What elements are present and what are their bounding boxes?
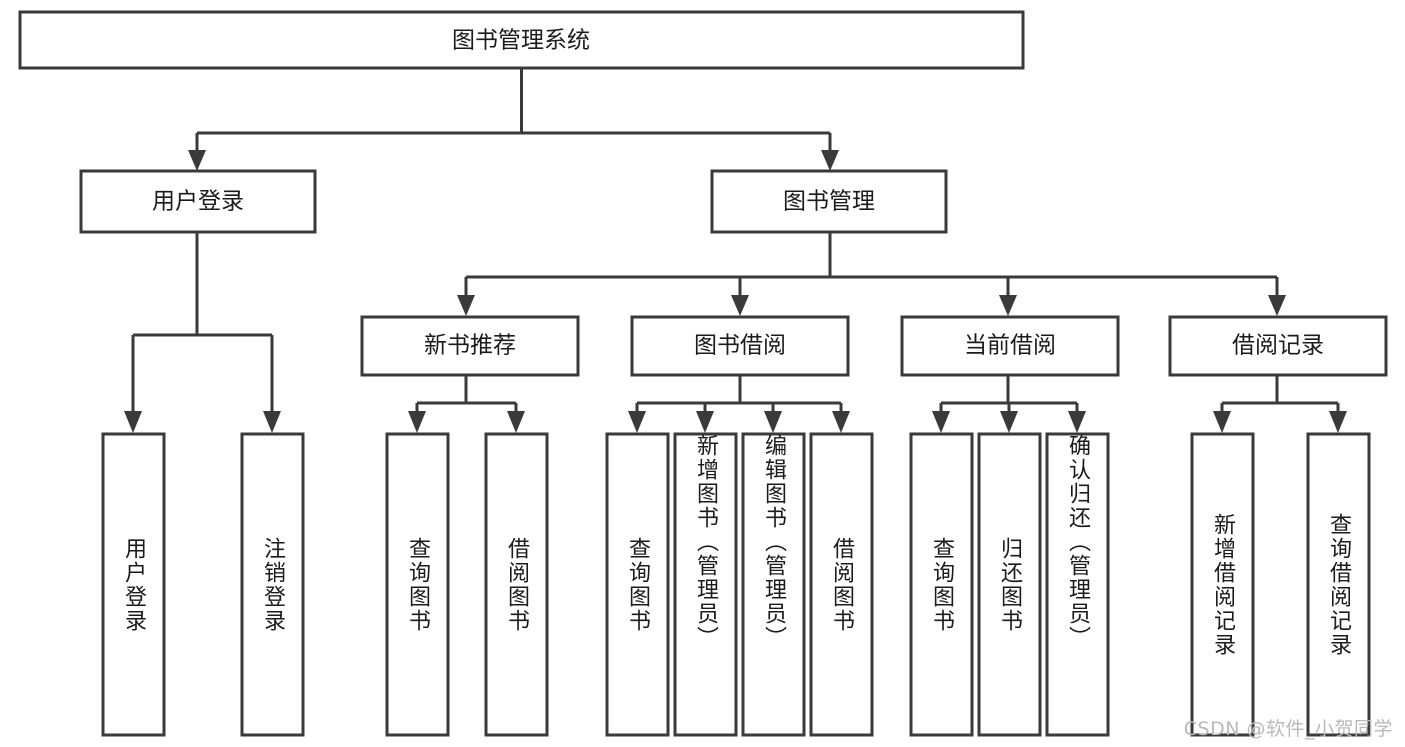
- leaf-query-book-1-box[interactable]: [385, 432, 450, 737]
- arrowhead-br-leaf1: [1213, 411, 1231, 433]
- leaf-logout-box[interactable]: [240, 432, 305, 737]
- node-user-login-label: 用户登录: [152, 189, 244, 215]
- arrowhead-leaf-user-login: [124, 411, 142, 433]
- arrowhead-cb-leaf1: [932, 411, 950, 433]
- csdn-watermark: CSDN @软件_小贺同学: [1183, 718, 1393, 740]
- node-current-borrow-box[interactable]: [900, 315, 1120, 377]
- node-book-manage-label: 图书管理: [783, 189, 875, 215]
- leaf-edit-book-box[interactable]: [741, 432, 806, 737]
- leaf-query-book-3-box[interactable]: [909, 432, 974, 737]
- arrowhead-cb-leaf2: [1000, 411, 1018, 433]
- arrowhead-cb-leaf3: [1068, 411, 1086, 433]
- node-borrow-record-box[interactable]: [1168, 315, 1388, 377]
- arrowhead-new-book-rec: [457, 295, 475, 316]
- node-user-login-box[interactable]: [79, 169, 317, 234]
- leaf-borrow-book-1-box[interactable]: [484, 432, 549, 737]
- arrowhead-nbr-leaf2: [507, 411, 525, 433]
- arrowhead-br-leaf2: [1329, 411, 1347, 433]
- node-root-label: 图书管理系统: [452, 28, 590, 54]
- arrowhead-book-manage: [821, 150, 839, 171]
- node-new-book-rec-label: 新书推荐: [424, 333, 516, 359]
- arrowhead-leaf-logout: [263, 411, 281, 433]
- leaf-user-login-box[interactable]: [101, 432, 166, 737]
- node-root-box[interactable]: [18, 10, 1025, 70]
- arrowhead-user-login: [188, 150, 206, 171]
- node-current-borrow-label: 当前借阅: [964, 333, 1056, 359]
- leaf-return-book-box[interactable]: [977, 432, 1042, 737]
- arrowhead-borrow-record: [1268, 295, 1286, 316]
- arrowhead-bb-leaf3: [764, 411, 782, 433]
- node-book-borrow-box[interactable]: [630, 315, 850, 377]
- node-new-book-rec-box[interactable]: [360, 315, 580, 377]
- node-group: 图书管理系统 用户登录 图书管理 新书推荐 图书借阅 当前借阅 借阅记录: [18, 10, 1388, 737]
- leaf-confirm-return-box[interactable]: [1045, 432, 1110, 737]
- node-book-manage-box[interactable]: [710, 169, 948, 234]
- connector-group: [124, 68, 1347, 433]
- leaf-query-record-box[interactable]: [1306, 432, 1371, 737]
- node-borrow-record-label: 借阅记录: [1232, 333, 1324, 359]
- arrowhead-bb-leaf1: [628, 411, 646, 433]
- leaf-borrow-book-2-box[interactable]: [809, 432, 874, 737]
- leaf-query-book-2-box[interactable]: [605, 432, 670, 737]
- arrowhead-nbr-leaf1: [408, 411, 426, 433]
- leaf-add-record-box[interactable]: [1190, 432, 1255, 737]
- leaf-add-book-box[interactable]: [673, 432, 738, 737]
- arrowhead-bb-leaf4: [832, 411, 850, 433]
- node-book-borrow-label: 图书借阅: [694, 333, 786, 359]
- arrowhead-current-borrow: [999, 295, 1017, 316]
- arrowhead-book-borrow: [731, 295, 749, 316]
- arrowhead-bb-leaf2: [696, 411, 714, 433]
